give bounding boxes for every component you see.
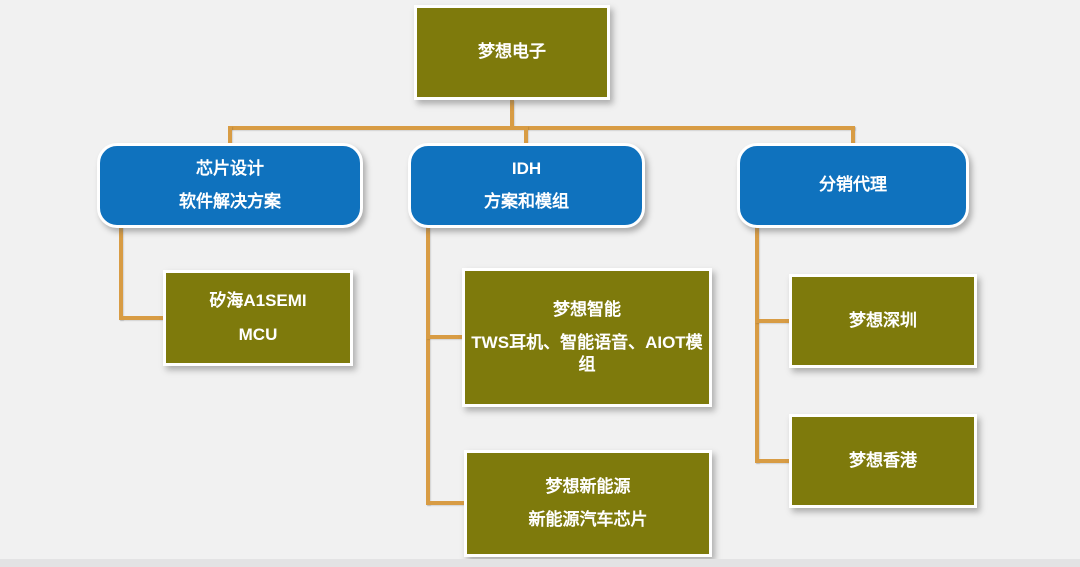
connector-to-new-energy (426, 501, 466, 505)
connector-root-stem (510, 100, 514, 128)
connector-drop-idh (524, 126, 528, 145)
connector-dist-vertical (755, 226, 759, 463)
node-shenzhen: 梦想深圳 (789, 274, 977, 368)
connector-drop-chip-design (228, 126, 232, 145)
node-chip-design: 芯片设计 软件解决方案 (97, 143, 363, 228)
node-new-energy-line1: 梦想新能源 (545, 476, 631, 496)
node-root-company: 梦想电子 (414, 5, 610, 100)
node-idh-line2: 方案和模组 (484, 192, 569, 211)
node-shenzhen-label: 梦想深圳 (849, 310, 917, 330)
node-smart: 梦想智能 TWS耳机、智能语音、AIOT模组 (462, 268, 712, 407)
connector-to-smart (426, 335, 464, 339)
node-chip-design-line2: 软件解决方案 (179, 192, 281, 211)
node-new-energy: 梦想新能源 新能源汽车芯片 (464, 450, 712, 557)
connector-to-hongkong (755, 459, 791, 463)
connector-drop-distribution (851, 126, 855, 145)
node-idh-line1: IDH (511, 158, 542, 178)
node-root-label: 梦想电子 (478, 42, 546, 62)
connector-idh-vertical (426, 226, 430, 505)
node-sihai-line1: 矽海A1SEMI (209, 291, 307, 311)
node-hongkong-label: 梦想香港 (849, 450, 917, 470)
node-sihai-line2: MCU (238, 324, 278, 344)
node-distribution: 分销代理 (737, 143, 969, 228)
node-smart-line2: TWS耳机、智能语音、AIOT模组 (471, 332, 703, 375)
node-new-energy-line2: 新能源汽车芯片 (528, 510, 648, 529)
node-sihai-mcu: 矽海A1SEMI MCU (163, 270, 353, 366)
connector-level2-bus (228, 126, 855, 130)
connector-chip-vertical (119, 226, 123, 320)
connector-to-sihai (119, 316, 165, 320)
connector-to-shenzhen (755, 319, 791, 323)
node-chip-design-line1: 芯片设计 (196, 158, 264, 178)
node-distribution-label: 分销代理 (819, 175, 887, 195)
node-hongkong: 梦想香港 (789, 414, 977, 508)
slide-bottom-edge (0, 559, 1080, 567)
node-idh: IDH 方案和模组 (408, 143, 645, 228)
node-smart-line1: 梦想智能 (553, 299, 621, 319)
